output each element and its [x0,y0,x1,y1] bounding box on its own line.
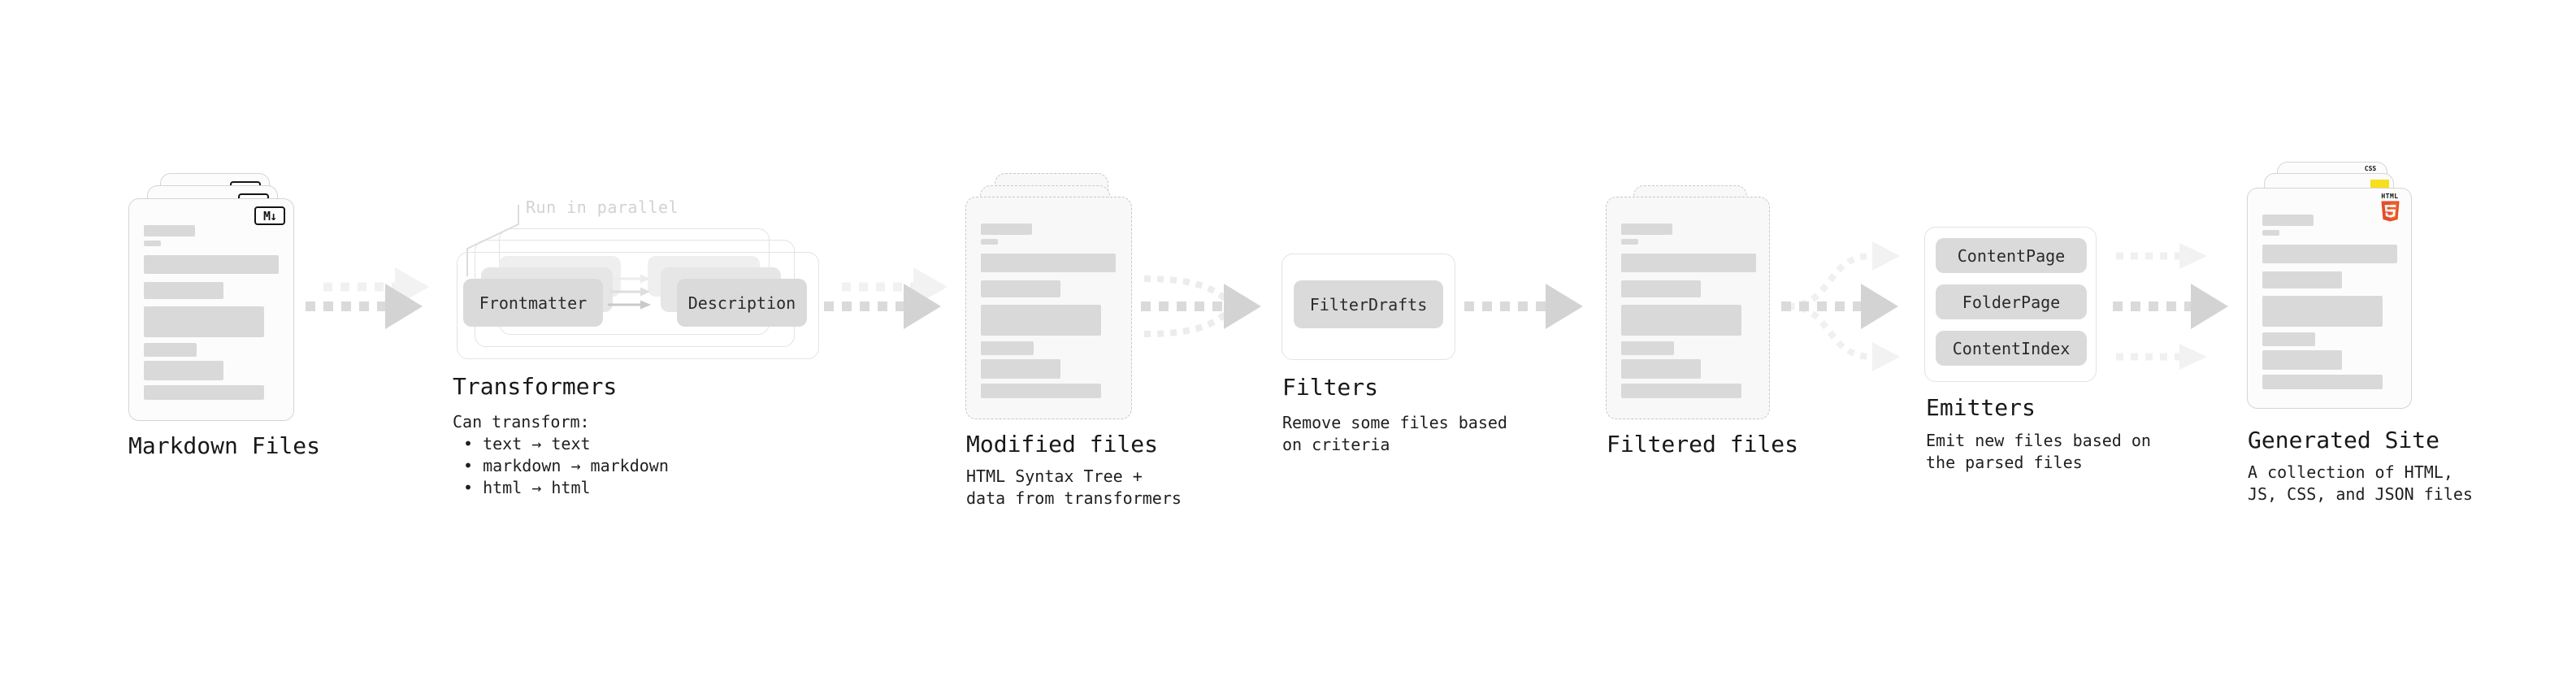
skeleton-line [144,282,223,299]
skeleton-line [981,384,1101,398]
stage-caption: Filtered files [1607,431,1799,458]
flow-arrow-transformers-to-modified [824,267,948,329]
description-bullet: • markdown → markdown [463,456,669,475]
emitter-pill-folderpage: FolderPage [1936,284,2087,319]
stage-description: Remove some files based on criteria [1282,412,1507,456]
skeleton-line [2262,350,2342,370]
js-badge-icon [2370,180,2389,189]
skeleton-line [1621,280,1701,297]
skeleton-line [1621,254,1756,272]
skeleton-line [2262,245,2397,263]
description-bullet: • html → html [463,478,591,497]
flow-arrow-markdown-to-transformers [306,267,429,329]
skeleton-line [144,225,195,236]
description-line: Emit new files based on [1926,431,2151,450]
markdown-file-card-front: M↓ [128,198,294,421]
stage-description: A collection of HTML, JS, CSS, and JSON … [2248,462,2473,505]
description-bullet: • text → text [463,434,591,453]
stage-caption: Transformers [453,373,618,400]
skeleton-line [1621,341,1674,355]
parallel-arrows-icon [608,274,651,310]
transformer-pill-description: Description [677,279,807,327]
skeleton-line [981,305,1101,336]
filters-frame [1281,254,1455,360]
skeleton-line [981,280,1060,297]
skeleton-line [144,343,197,357]
stage-caption: Modified files [966,431,1159,458]
stage-description: Emit new files based on the parsed files [1926,430,2151,474]
skeleton-line [981,239,998,245]
stage-caption: Emitters [1926,394,2036,421]
html5-shield [2380,201,2400,222]
stage-description: HTML Syntax Tree + data from transformer… [966,466,1182,510]
skeleton-line [981,223,1032,235]
skeleton-line [981,341,1034,355]
skeleton-line [144,361,223,380]
flow-arrow-filters-to-filtered [1464,284,1583,329]
stage-caption: Filters [1282,374,1379,401]
markdown-icon: M↓ [254,206,285,225]
description-line: the parsed files [1926,453,2083,472]
skeleton-line [2262,332,2315,346]
skeleton-line [1621,384,1741,398]
transformer-frame-front [457,252,819,359]
skeleton-line [981,254,1116,272]
description-line: Remove some files based [1282,413,1507,432]
transformer-pill-frontmatter: Frontmatter [463,279,603,327]
description-line: data from transformers [966,488,1182,508]
skeleton-line [2262,375,2383,389]
flow-arrows-emitters-to-generated [2113,243,2228,370]
skeleton-line [2262,271,2342,288]
generated-file-card-html: HTML [2247,188,2412,409]
flow-arrow-split-filtered-to-emitters [1781,241,1900,371]
skeleton-line [981,359,1060,379]
emitters-frame [1924,227,2097,382]
skeleton-line [144,306,264,337]
skeleton-line [144,255,279,274]
description-line: Can transform: [453,412,590,432]
description-line: JS, CSS, and JSON files [2248,484,2473,504]
html5-label: HTML [2381,193,2399,200]
flow-arrow-merge-modified-to-filters [1141,275,1261,337]
stage-caption: Markdown Files [128,432,321,459]
skeleton-line [2262,230,2279,236]
skeleton-line [144,385,264,400]
emitter-pill-contentindex: ContentIndex [1936,331,2087,366]
description-line: on criteria [1282,435,1390,454]
css-badge-label: CSS [2364,165,2377,172]
filter-pill-filterdrafts: FilterDrafts [1294,280,1443,328]
html5-icon: HTML [2378,193,2402,226]
skeleton-line [1621,223,1672,235]
description-line: HTML Syntax Tree + [966,466,1143,486]
emitter-pill-contentpage: ContentPage [1936,238,2087,273]
modified-file-card-front [965,197,1132,419]
skeleton-line [2262,215,2314,226]
filtered-file-card-front [1606,197,1770,419]
skeleton-line [144,241,161,246]
run-in-parallel-connector [466,205,519,276]
stage-caption: Generated Site [2248,427,2440,453]
stage-description: Can transform: • text → text • markdown … [453,411,669,499]
run-in-parallel-label: Run in parallel [526,197,679,217]
skeleton-line [1621,239,1638,245]
skeleton-line [2262,296,2383,327]
description-line: A collection of HTML, [2248,462,2453,482]
skeleton-line [1621,305,1741,336]
skeleton-line [1621,359,1701,379]
